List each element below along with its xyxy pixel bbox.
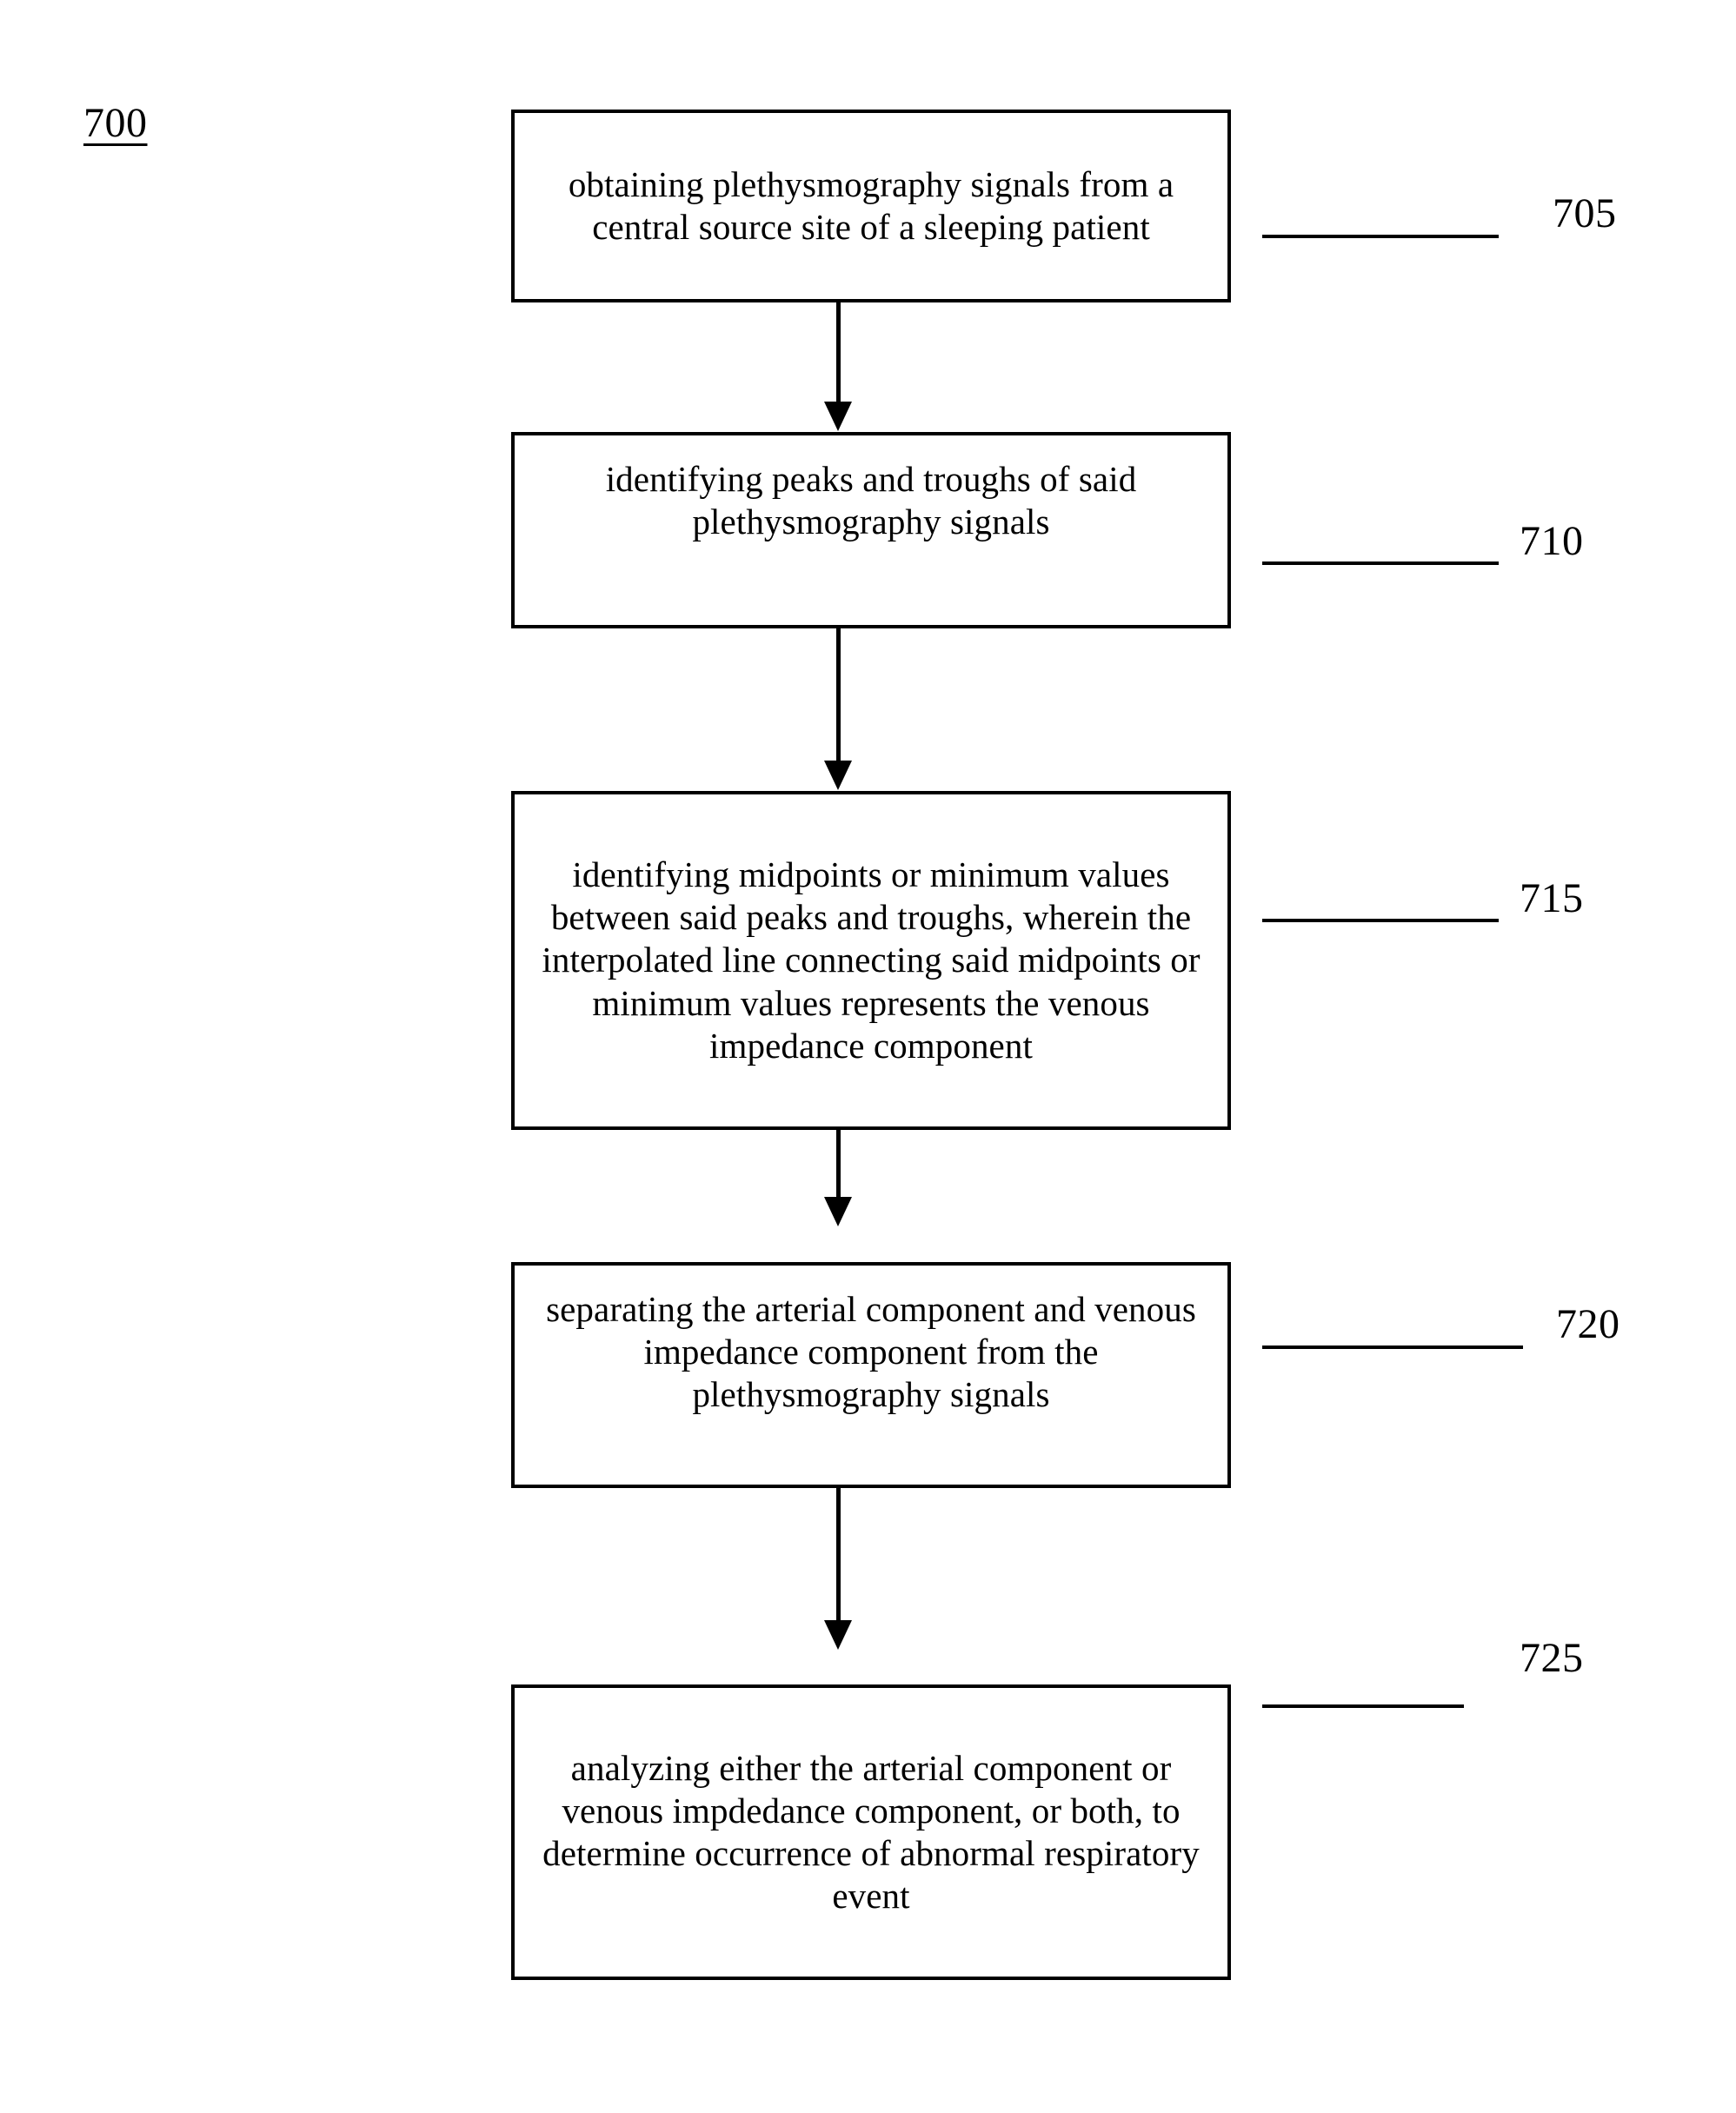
process-box-715-text: identifying midpoints or minimum values … <box>542 854 1201 1066</box>
figure-number-label: 700 <box>83 100 148 146</box>
arrow-shaft <box>836 628 841 764</box>
reference-numeral-725: 725 <box>1520 1635 1584 1681</box>
process-box-705-text: obtaining plethysmography signals from a… <box>568 163 1174 247</box>
process-box-710: identifying peaks and troughs of said pl… <box>511 432 1231 628</box>
arrow-head-icon <box>824 402 852 431</box>
arrow-head-icon <box>824 1620 852 1650</box>
arrow-705-to-710 <box>824 302 852 433</box>
arrow-shaft <box>836 1130 841 1199</box>
arrow-head-icon <box>824 1197 852 1226</box>
leader-line-705 <box>1262 235 1499 238</box>
process-box-715: identifying midpoints or minimum values … <box>511 791 1231 1130</box>
arrow-head-icon <box>824 761 852 790</box>
process-box-720: separating the arterial component and ve… <box>511 1262 1231 1488</box>
arrow-shaft <box>836 1488 841 1624</box>
leader-line-710 <box>1262 561 1499 565</box>
arrow-shaft <box>836 302 841 405</box>
leader-line-725 <box>1262 1704 1464 1708</box>
reference-numeral-720: 720 <box>1556 1301 1620 1347</box>
arrow-710-to-715 <box>824 628 852 792</box>
process-box-725: analyzing either the arterial component … <box>511 1684 1231 1980</box>
process-box-720-text: separating the arterial component and ve… <box>546 1289 1196 1415</box>
leader-line-720 <box>1262 1346 1523 1349</box>
arrow-715-to-720 <box>824 1130 852 1262</box>
process-box-710-text: identifying peaks and troughs of said pl… <box>605 459 1137 542</box>
reference-numeral-705: 705 <box>1553 190 1617 236</box>
reference-numeral-715: 715 <box>1520 875 1584 921</box>
process-box-725-text: analyzing either the arterial component … <box>542 1747 1200 1917</box>
reference-numeral-710: 710 <box>1520 518 1584 564</box>
leader-line-715 <box>1262 919 1499 922</box>
process-box-705: obtaining plethysmography signals from a… <box>511 110 1231 302</box>
arrow-720-to-725 <box>824 1488 852 1684</box>
